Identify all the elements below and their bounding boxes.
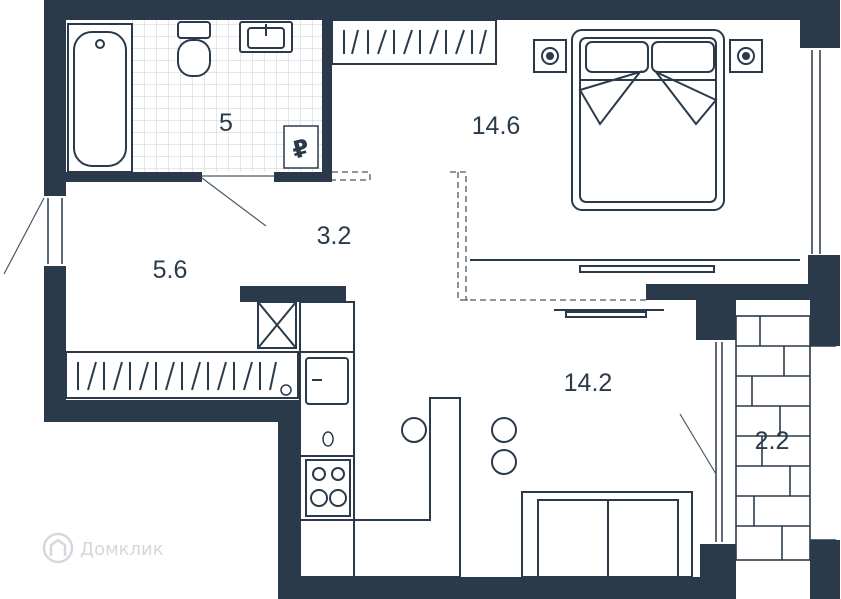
chair-icon [401, 417, 517, 475]
balcony-area-label: 2.2 [755, 427, 790, 455]
bedroom-area-label: 14.6 [472, 112, 521, 140]
logo-icon [42, 532, 74, 564]
bathtub-icon [67, 23, 133, 173]
bar-counter [353, 397, 461, 578]
storage-area-label: 5.6 [153, 256, 188, 284]
sliding-door-icon [470, 259, 800, 318]
watermark-text: Домклик [80, 539, 164, 560]
kitchen-sink-icon [305, 357, 349, 405]
kitchen-living-area-label: 14.2 [564, 369, 613, 397]
walls [44, 0, 840, 599]
double-bed-icon [571, 29, 725, 211]
bathroom: ₽ 5 [67, 20, 322, 173]
wardrobe-icon [331, 19, 497, 65]
bathroom-area-label: 5 [219, 109, 233, 137]
sink-icon [239, 21, 293, 53]
ventilation-shaft-icon [257, 301, 297, 349]
kitchen-counter [299, 301, 355, 578]
nightstand-icon [729, 39, 763, 73]
toilet-icon [177, 21, 211, 77]
entrance-door-icon [3, 197, 45, 275]
dishwasher-icon [322, 431, 334, 447]
openings [332, 171, 650, 301]
storage-wardrobe-icon [65, 351, 299, 399]
balcony-door-icon [679, 413, 717, 475]
stove-icon [305, 459, 351, 517]
hallway-area-label: 3.2 [317, 222, 352, 250]
nightstand-icon [533, 39, 567, 73]
meter-icon [280, 384, 292, 396]
sofa-icon [521, 491, 693, 578]
balcony [735, 315, 836, 561]
door-icon [201, 175, 274, 227]
svg-text:₽: ₽ [289, 133, 312, 164]
washing-machine-icon: ₽ [283, 125, 319, 169]
windows [47, 50, 821, 542]
